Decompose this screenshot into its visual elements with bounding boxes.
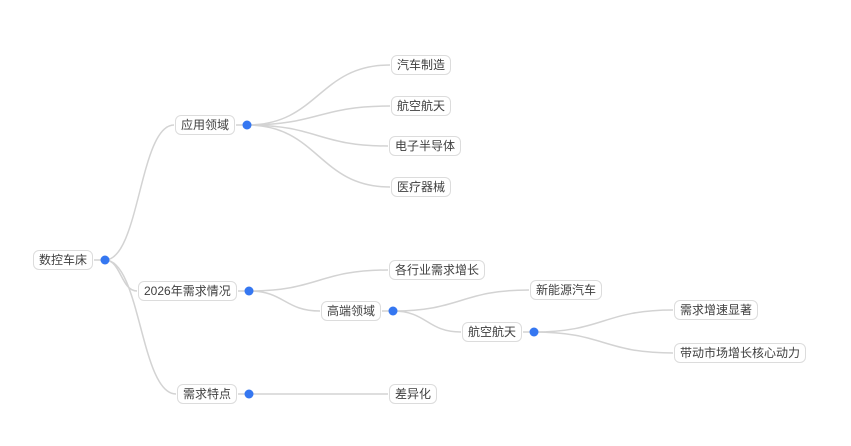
mindmap-node-auto-mfg[interactable]: 汽车制造 [391, 55, 452, 75]
node-label: 新能源汽车 [536, 283, 597, 297]
node-label: 带动市场增长核心动力 [680, 346, 801, 360]
node-label: 数控车床 [39, 253, 88, 267]
node-label: 电子半导体 [395, 139, 456, 153]
mindmap-node-root[interactable]: 数控车床 [33, 250, 94, 270]
node-label: 汽车制造 [397, 58, 446, 72]
edge-app-field-to-semicon [246, 124, 389, 147]
mindmap-node-industry[interactable]: 各行业需求增长 [389, 260, 486, 280]
expand-collapse-dot-demand-2026[interactable] [244, 286, 254, 296]
mindmap-node-diff[interactable]: 差异化 [389, 384, 438, 404]
mindmap-node-nev[interactable]: 新能源汽车 [530, 280, 603, 300]
edge-aerospace-2-to-growth [533, 309, 674, 333]
node-label: 各行业需求增长 [395, 263, 480, 277]
edge-high-end-to-aerospace-2 [392, 310, 462, 333]
node-label: 航空航天 [468, 325, 517, 339]
node-label: 高端领域 [327, 304, 376, 318]
edge-app-field-to-auto-mfg [246, 64, 391, 126]
node-label: 需求增速显著 [680, 303, 753, 317]
expand-collapse-dot-high-end[interactable] [388, 306, 398, 316]
mindmap-node-semicon[interactable]: 电子半导体 [389, 136, 462, 156]
node-label: 应用领域 [181, 118, 230, 132]
expand-collapse-dot-root[interactable] [100, 255, 110, 265]
mindmap-node-aerospace-1[interactable]: 航空航天 [391, 96, 452, 116]
edge-root-to-app-field [104, 124, 175, 261]
edge-high-end-to-nev [392, 289, 530, 312]
edge-app-field-to-medical [246, 124, 391, 188]
node-label: 差异化 [395, 387, 432, 401]
edge-app-field-to-aerospace-1 [246, 105, 391, 126]
edge-aerospace-2-to-core-driver [533, 331, 674, 354]
expand-collapse-dot-app-field[interactable] [242, 120, 252, 130]
mindmap-node-medical[interactable]: 医疗器械 [391, 177, 452, 197]
mindmap-node-aerospace-2[interactable]: 航空航天 [462, 322, 523, 342]
mindmap-node-growth[interactable]: 需求增速显著 [674, 300, 759, 320]
node-label: 医疗器械 [397, 180, 446, 194]
mindmap-node-features[interactable]: 需求特点 [177, 384, 238, 404]
node-label: 2026年需求情况 [144, 284, 231, 298]
mindmap-node-high-end[interactable]: 高端领域 [321, 301, 382, 321]
node-label: 航空航天 [397, 99, 446, 113]
mindmap-node-core-driver[interactable]: 带动市场增长核心动力 [674, 343, 807, 363]
edge-demand-2026-to-high-end [248, 290, 321, 312]
edge-root-to-demand-2026 [104, 259, 138, 292]
node-label: 需求特点 [183, 387, 232, 401]
mindmap-node-app-field[interactable]: 应用领域 [175, 115, 236, 135]
edge-demand-2026-to-industry [248, 269, 389, 292]
expand-collapse-dot-aerospace-2[interactable] [529, 327, 539, 337]
mindmap-node-demand-2026[interactable]: 2026年需求情况 [138, 281, 237, 301]
expand-collapse-dot-features[interactable] [244, 389, 254, 399]
